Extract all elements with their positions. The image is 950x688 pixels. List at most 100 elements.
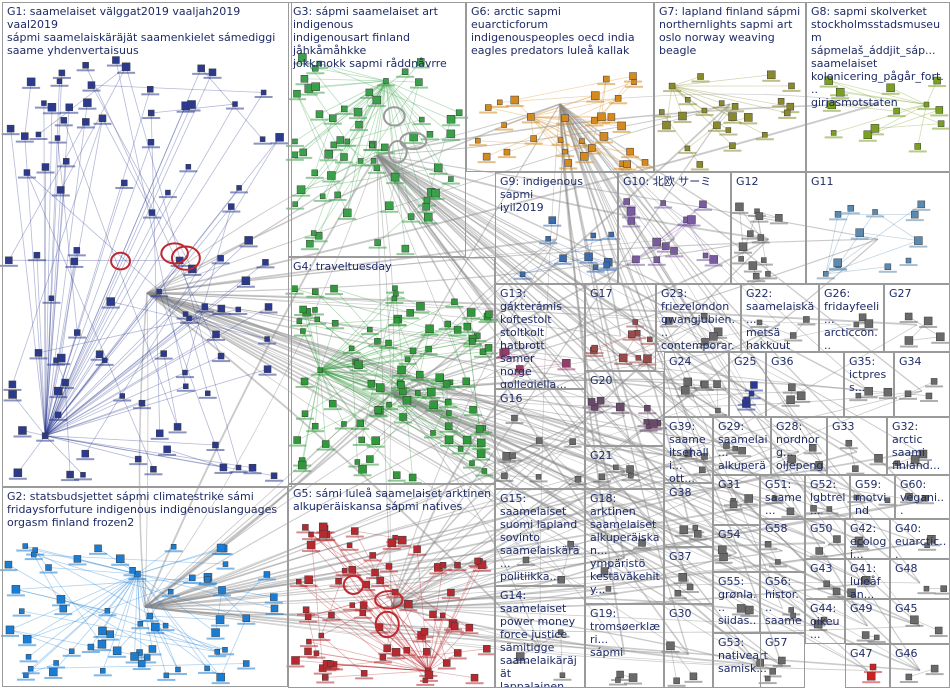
group-label: G2: statsbudsjettet sápmi climatestrike … xyxy=(7,490,278,529)
intra-group-edge xyxy=(530,116,605,137)
node-caption-mark xyxy=(708,414,727,417)
graph-node xyxy=(263,365,272,373)
intra-group-edge xyxy=(45,402,143,437)
graph-node xyxy=(475,137,481,144)
inter-group-edge xyxy=(144,390,923,608)
graph-node xyxy=(25,654,32,660)
intra-group-edge xyxy=(522,256,589,275)
intra-group-edge xyxy=(385,80,419,83)
node-caption-mark xyxy=(445,305,464,308)
intra-group-edge xyxy=(334,664,429,672)
intra-group-edge xyxy=(25,545,138,575)
node-caption-mark xyxy=(441,385,460,388)
group-label: G59: motvind xyxy=(855,478,887,517)
node-caption-mark xyxy=(265,479,284,482)
graph-node xyxy=(696,161,704,168)
graph-node xyxy=(644,405,651,412)
graph-node xyxy=(248,463,257,472)
node-caption-mark xyxy=(625,85,644,88)
inter-group-edge xyxy=(389,393,392,607)
intra-group-edge xyxy=(136,573,153,650)
graph-node xyxy=(598,473,606,480)
node-caption-mark xyxy=(530,444,549,447)
intra-group-edge xyxy=(315,67,387,82)
graph-node xyxy=(496,99,503,106)
intra-group-edge xyxy=(26,573,138,640)
node-caption-mark xyxy=(253,142,272,145)
group-box-g30: G30 xyxy=(664,604,713,688)
intra-group-edge xyxy=(316,652,429,672)
node-caption-mark xyxy=(696,259,715,262)
inter-group-edge xyxy=(391,605,760,667)
intra-group-edge xyxy=(185,313,209,394)
node-caption-mark xyxy=(765,502,784,505)
node-caption-mark xyxy=(408,553,427,556)
node-caption-mark xyxy=(237,667,256,670)
inter-group-edge xyxy=(146,292,783,667)
graph-node xyxy=(348,566,356,574)
graph-node xyxy=(357,158,364,164)
graph-node xyxy=(562,148,568,155)
node-caption-mark xyxy=(362,388,381,391)
node-caption-mark xyxy=(441,138,460,141)
node-caption-mark xyxy=(592,121,611,124)
node-caption-mark xyxy=(128,578,147,581)
node-caption-mark xyxy=(285,144,304,147)
node-caption-mark xyxy=(448,334,467,337)
graph-node xyxy=(219,463,228,472)
intra-group-edge xyxy=(320,369,447,385)
group-box-g42: G42: ecologi... xyxy=(845,519,890,559)
graph-node xyxy=(702,252,709,259)
graph-node xyxy=(354,459,361,465)
intra-group-edge xyxy=(207,579,247,619)
node-caption-mark xyxy=(673,582,692,585)
graph-node xyxy=(469,405,477,414)
node-caption-mark xyxy=(349,369,368,372)
graph-node xyxy=(588,144,596,152)
node-caption-mark xyxy=(237,622,256,625)
node-caption-mark xyxy=(647,247,666,250)
node-caption-mark xyxy=(68,336,87,339)
graph-node xyxy=(328,611,335,619)
graph-node xyxy=(275,133,284,142)
node-caption-mark xyxy=(747,280,766,283)
node-caption-mark xyxy=(866,215,885,218)
node-caption-mark xyxy=(584,355,603,358)
node-caption-mark xyxy=(300,248,319,251)
inter-group-edge xyxy=(376,154,690,655)
intra-group-edge xyxy=(325,527,429,672)
graph-node xyxy=(322,674,329,681)
graph-node xyxy=(21,132,29,140)
inter-group-edge xyxy=(146,292,783,610)
graph-node xyxy=(715,407,721,414)
intra-group-edge xyxy=(319,340,378,371)
graph-node xyxy=(827,100,836,110)
graph-node xyxy=(346,542,353,549)
graph-node xyxy=(216,672,225,682)
intra-group-edge xyxy=(874,123,942,129)
group-label: G27 xyxy=(889,287,912,300)
node-caption-mark xyxy=(334,161,353,164)
group-label: G10: 北欧 サーミ xyxy=(623,175,712,188)
inter-group-edge xyxy=(146,292,921,544)
node-caption-mark xyxy=(878,397,897,400)
inter-group-edge xyxy=(144,550,783,608)
graph-node xyxy=(147,139,155,146)
intra-group-edge xyxy=(44,206,232,436)
intra-group-edge xyxy=(530,116,561,141)
node-caption-mark xyxy=(310,118,329,121)
group-box-g37: G37 xyxy=(664,547,713,604)
graph-node xyxy=(468,338,476,345)
node-caption-mark xyxy=(445,630,464,633)
graph-node xyxy=(151,622,160,632)
graph-node xyxy=(304,613,312,620)
inter-group-edge xyxy=(391,392,743,453)
graph-node xyxy=(580,151,589,161)
node-caption-mark xyxy=(617,205,636,208)
intra-group-edge xyxy=(687,125,718,149)
inter-group-edge xyxy=(391,392,541,648)
graph-node xyxy=(745,605,754,615)
node-caption-mark xyxy=(637,425,656,428)
graph-node xyxy=(905,493,913,501)
